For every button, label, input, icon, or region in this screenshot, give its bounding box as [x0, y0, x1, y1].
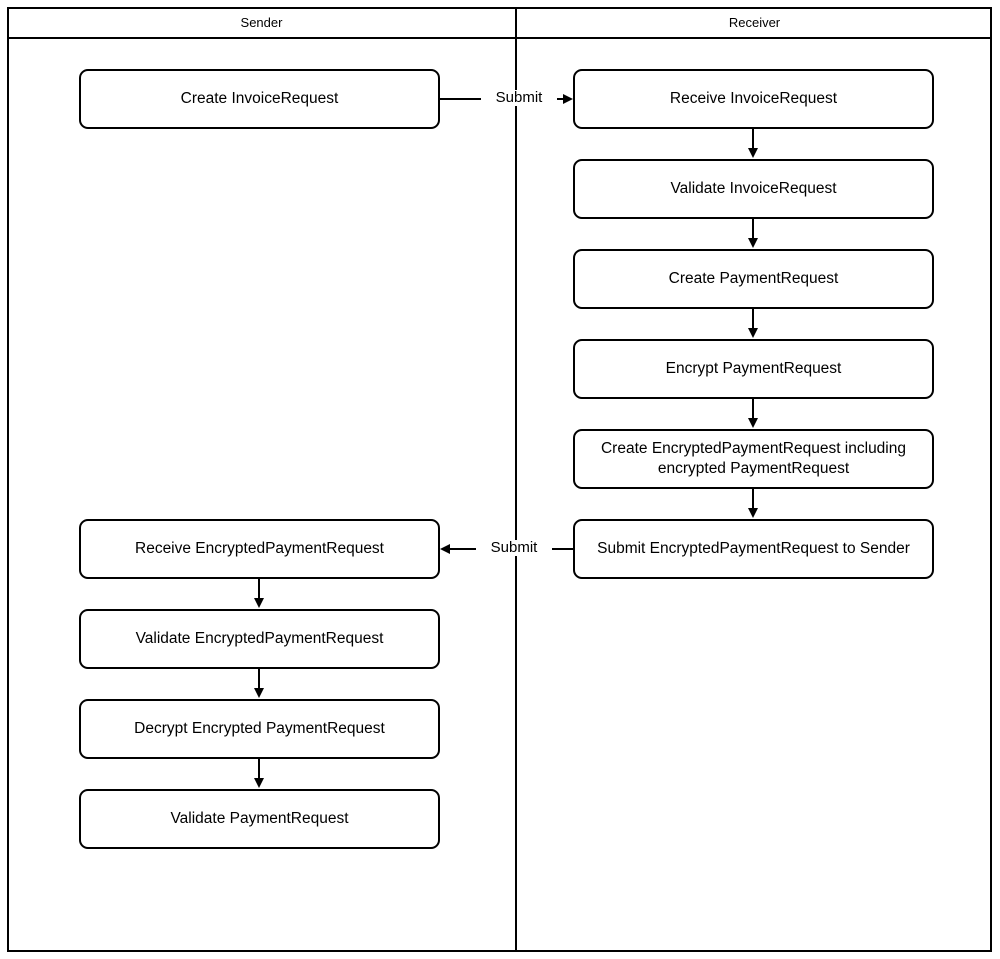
node-create-encryptedpaymentrequest[interactable]: Create EncryptedPaymentRequest including… — [573, 429, 934, 489]
node-validate-invoicerequest[interactable]: Validate InvoiceRequest — [573, 159, 934, 219]
edge-decrypt-to-validate-paymentrequest — [254, 759, 264, 788]
edge-create-to-encrypt-paymentrequest — [748, 309, 758, 338]
node-receive-encryptedpaymentrequest[interactable]: Receive EncryptedPaymentRequest — [79, 519, 440, 579]
swimlane-vertical-divider — [515, 7, 517, 952]
edge-encrypt-to-create-encryptedpaymentrequest — [748, 399, 758, 428]
edge-label-submit-encryptedpaymentrequest: Submit — [476, 540, 552, 556]
node-validate-encryptedpaymentrequest[interactable]: Validate EncryptedPaymentRequest — [79, 609, 440, 669]
node-decrypt-encrypted-paymentrequest[interactable]: Decrypt Encrypted PaymentRequest — [79, 699, 440, 759]
node-validate-paymentrequest[interactable]: Validate PaymentRequest — [79, 789, 440, 849]
swimlane-header-divider — [7, 37, 992, 39]
edge-validate-to-decrypt-encryptedpaymentrequest — [254, 669, 264, 698]
edge-validate-invoicerequest-to-create-paymentrequest — [748, 219, 758, 248]
node-create-paymentrequest[interactable]: Create PaymentRequest — [573, 249, 934, 309]
edge-create-encryptedpaymentrequest-to-submit — [748, 489, 758, 518]
edge-label-submit-invoicerequest: Submit — [481, 90, 557, 106]
node-create-invoicerequest[interactable]: Create InvoiceRequest — [79, 69, 440, 129]
edge-receive-to-validate-encryptedpaymentrequest — [254, 579, 264, 608]
edge-receive-to-validate-invoicerequest — [748, 129, 758, 158]
lane-title-receiver: Receiver — [728, 15, 781, 30]
node-submit-encryptedpaymentrequest-to-sender[interactable]: Submit EncryptedPaymentRequest to Sender — [573, 519, 934, 579]
lane-title-sender: Sender — [240, 15, 283, 30]
node-receive-invoicerequest[interactable]: Receive InvoiceRequest — [573, 69, 934, 129]
node-encrypt-paymentrequest[interactable]: Encrypt PaymentRequest — [573, 339, 934, 399]
